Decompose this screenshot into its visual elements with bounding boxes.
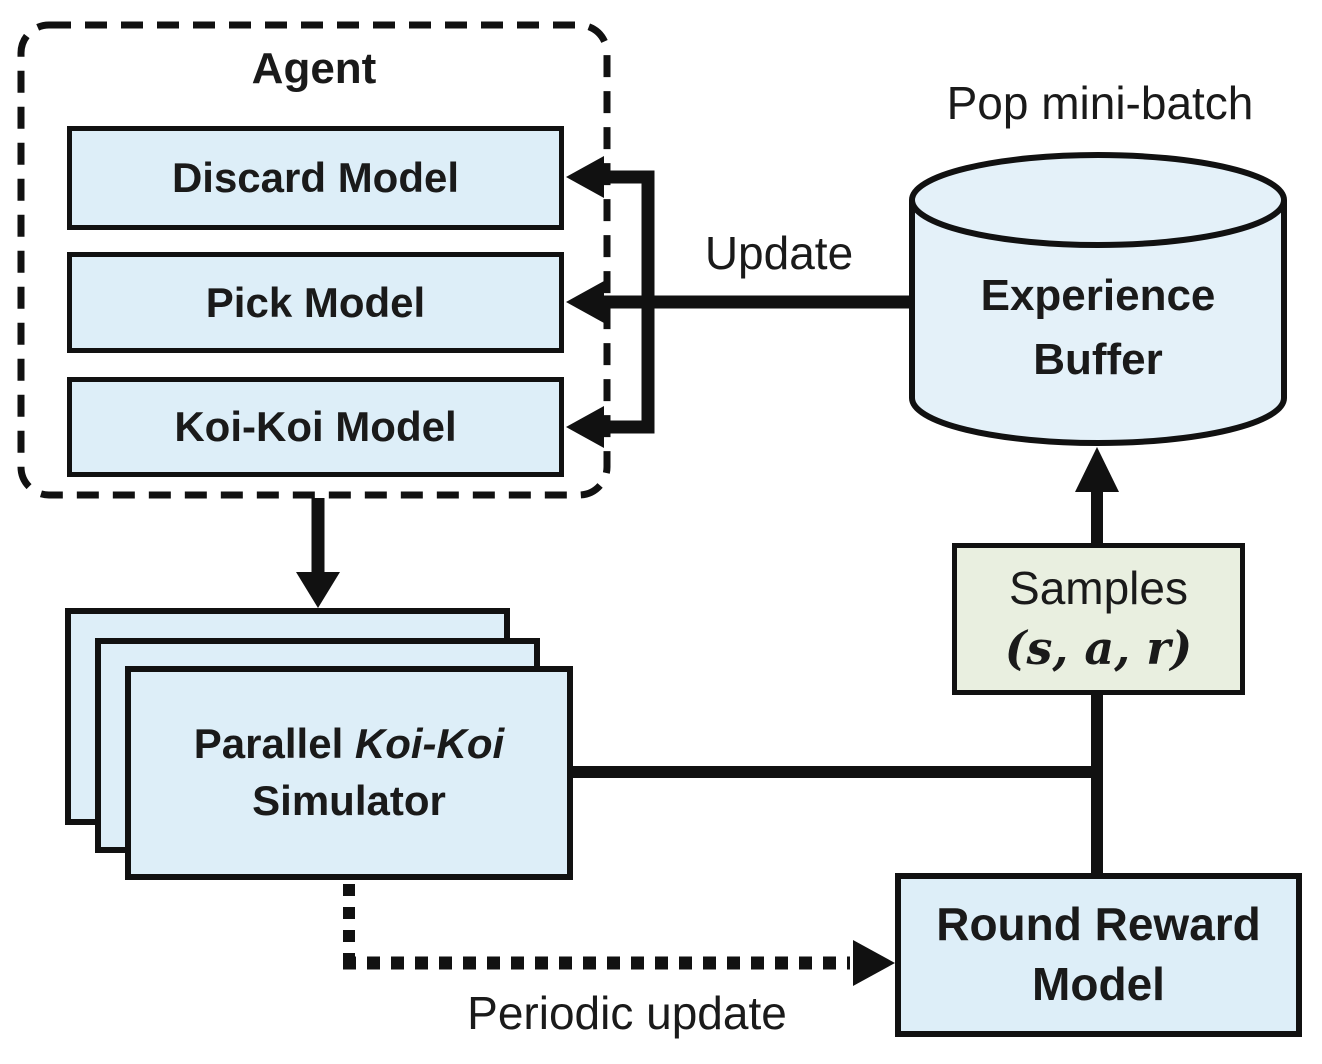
samples-title: Samples [1009, 562, 1188, 615]
round-reward-model-box: Round Reward Model [895, 873, 1302, 1037]
simulator-label-regular: Parallel [193, 720, 355, 768]
samples-box: Samples (s, a, r) [952, 543, 1245, 695]
simulator-front-box: Parallel Koi-Koi Simulator [125, 666, 573, 880]
experience-buffer-label-line2: Buffer [1033, 335, 1163, 384]
arrowhead-round-reward-icon [853, 940, 895, 986]
periodic-update-label: Periodic update [467, 987, 787, 1039]
round-reward-label-line2: Model [1032, 958, 1165, 1010]
discard-model-label: Discard Model [171, 154, 460, 201]
arrowhead-koikoi-icon [566, 406, 604, 448]
experience-buffer-label: Experience Buffer [912, 258, 1284, 398]
pick-model-label: Pick Model [205, 278, 426, 326]
pop-mini-batch-label: Pop mini-batch [946, 77, 1254, 129]
arrowhead-buffer-icon [1075, 447, 1119, 492]
koikoi-model-label: Koi-Koi Model [174, 403, 457, 450]
arrowhead-simulator-icon [296, 572, 340, 608]
simulator-label-line1: Parallel Koi-Koi [194, 716, 504, 773]
agent-dashed-border [17, 21, 611, 499]
experience-buffer-cylinder [909, 152, 1287, 446]
round-reward-label-line1: Round Reward [936, 898, 1261, 951]
experience-buffer-label-line1: Experience [980, 271, 1216, 321]
simulator-label-line2: Simulator [252, 777, 446, 824]
update-label: Update [704, 227, 854, 279]
samples-tuple: (s, a, r) [1004, 621, 1193, 675]
discard-model-box: Discard Model [67, 126, 564, 230]
arrowhead-pick-icon [566, 281, 604, 323]
pick-model-box: Pick Model [67, 252, 564, 353]
agent-title: Agent [251, 44, 377, 93]
koikoi-model-box: Koi-Koi Model [67, 377, 564, 477]
arrowhead-discard-icon [566, 156, 604, 198]
simulator-label-italic: Koi-Koi [354, 720, 505, 768]
